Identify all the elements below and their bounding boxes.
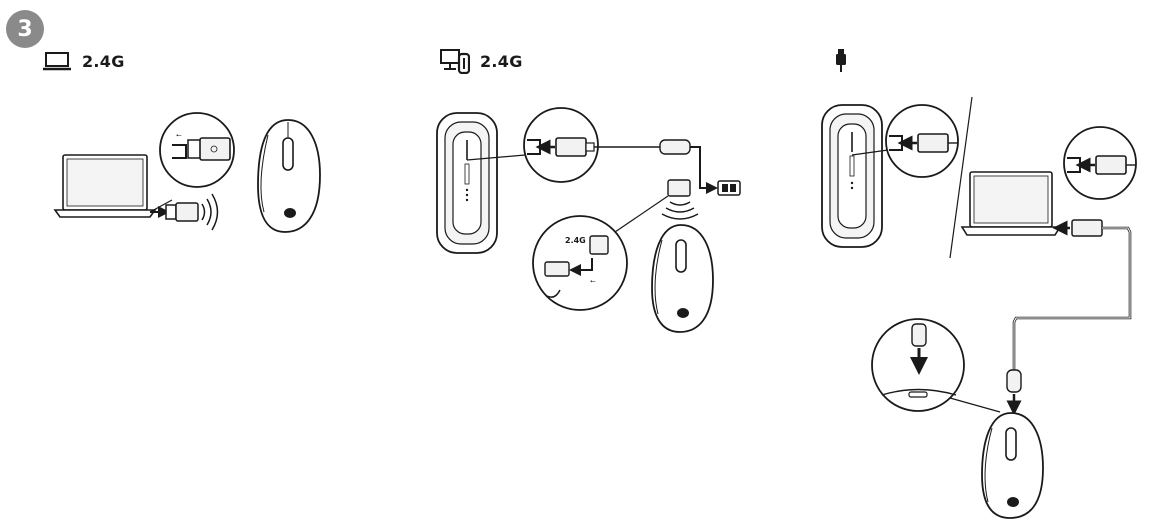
desktop-tower-icon: [440, 49, 470, 74]
zoom-circle-usb-cable: [885, 104, 959, 178]
dongle-label: 2.4G: [565, 236, 586, 245]
desktop-tower-illustration: [821, 104, 883, 248]
dongle-wireless-signal: [150, 193, 219, 231]
section-divider: [949, 96, 973, 259]
usb-cable-to-mouse: [1006, 219, 1132, 416]
zoom-circle-usb-cable: [523, 107, 599, 183]
mouse-illustration: [981, 412, 1044, 519]
section-label-desktop: 2.4G: [480, 51, 523, 71]
laptop-illustration: [960, 171, 1062, 236]
usb-cable-to-adapter: [594, 139, 741, 196]
mouse-illustration: [257, 119, 321, 233]
usb-cable-plug-icon: [836, 49, 846, 72]
zoom-pointer-line: [466, 154, 526, 161]
dongle-wireless-signal: [661, 179, 699, 220]
zoom-circle-usb-cable: [1063, 126, 1137, 200]
section-label-laptop: 2.4G: [82, 51, 125, 71]
section-header-laptop: 2.4G: [42, 48, 125, 74]
zoom-pointer-line: [851, 149, 889, 156]
section-header-desktop: 2.4G: [440, 48, 523, 74]
svg-text:⭠: ⭠: [176, 131, 182, 139]
laptop-icon: [43, 52, 71, 71]
svg-text:⭠: ⭠: [590, 277, 596, 285]
section-header-usb: [834, 48, 858, 74]
zoom-pointer-line: [949, 397, 1001, 413]
laptop-illustration: [53, 154, 157, 218]
zoom-circle-usb-port: ⭠: [159, 112, 235, 188]
zoom-pointer-line: [614, 195, 669, 233]
step-number-badge: 3: [6, 10, 44, 48]
mouse-illustration: [651, 224, 714, 333]
zoom-circle-dongle-adapter: 2.4G ⭠: [532, 215, 628, 311]
desktop-tower-illustration: [436, 112, 498, 254]
zoom-circle-mouse-port: [871, 318, 965, 412]
